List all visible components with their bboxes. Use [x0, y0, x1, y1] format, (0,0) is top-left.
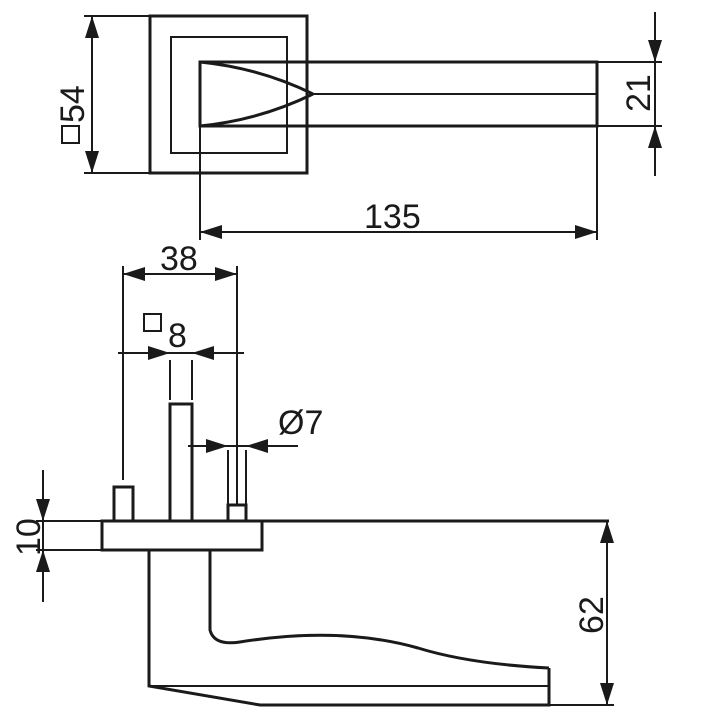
- dim-8-arrow-right: [192, 346, 214, 360]
- screw-pin-right: [226, 503, 248, 523]
- dim-10-arrow-top: [36, 499, 50, 521]
- dim-135-label: 135: [364, 198, 421, 236]
- dim-54-label: 54: [54, 85, 92, 123]
- dim-38-arrow-left: [123, 267, 145, 281]
- lever-tip-top-curve: [199, 60, 314, 96]
- dim-7-arrow-left: [206, 439, 228, 453]
- lever-tip-bottom-curve: [199, 92, 314, 128]
- square-symbol-icon: [61, 125, 80, 144]
- spindle: [168, 402, 194, 523]
- dim-62-arrow-bottom: [600, 683, 614, 705]
- dim-8-arrow-left: [148, 346, 170, 360]
- dim-7-arrow-right: [246, 439, 268, 453]
- dim-54-arrow-bottom: [85, 151, 99, 173]
- dim-7-label: Ø7: [278, 404, 323, 442]
- dim-38-arrow-right: [215, 267, 237, 281]
- dim-21-arrow-bottom: [648, 126, 662, 148]
- rose-inner-square: [170, 36, 288, 154]
- dim-10-label: 10: [10, 518, 48, 556]
- dim-38-label: 38: [160, 240, 198, 278]
- lever-neck-inner: [208, 550, 550, 670]
- dim-135-arrow-left: [200, 225, 222, 239]
- dim-8-label: 8: [168, 317, 187, 355]
- dim-54-label-group: 54: [54, 85, 92, 144]
- dim-62-label: 62: [573, 596, 611, 634]
- top-view: 54 21 135: [54, 12, 662, 240]
- square-symbol-small-icon: [143, 313, 162, 332]
- dim-135-arrow-right: [575, 225, 597, 239]
- dim-21-label: 21: [620, 74, 658, 112]
- screw-pin-left: [112, 485, 135, 523]
- dim-10-arrow-bottom: [36, 550, 50, 572]
- rose-outer-square: [148, 14, 309, 175]
- side-view: 38 8 Ø7 10 62: [10, 240, 614, 707]
- dim-54-arrow-top: [85, 16, 99, 38]
- rose-plate: [100, 519, 264, 552]
- dim-62-arrow-top: [600, 521, 614, 543]
- dim-21-arrow-top: [648, 40, 662, 62]
